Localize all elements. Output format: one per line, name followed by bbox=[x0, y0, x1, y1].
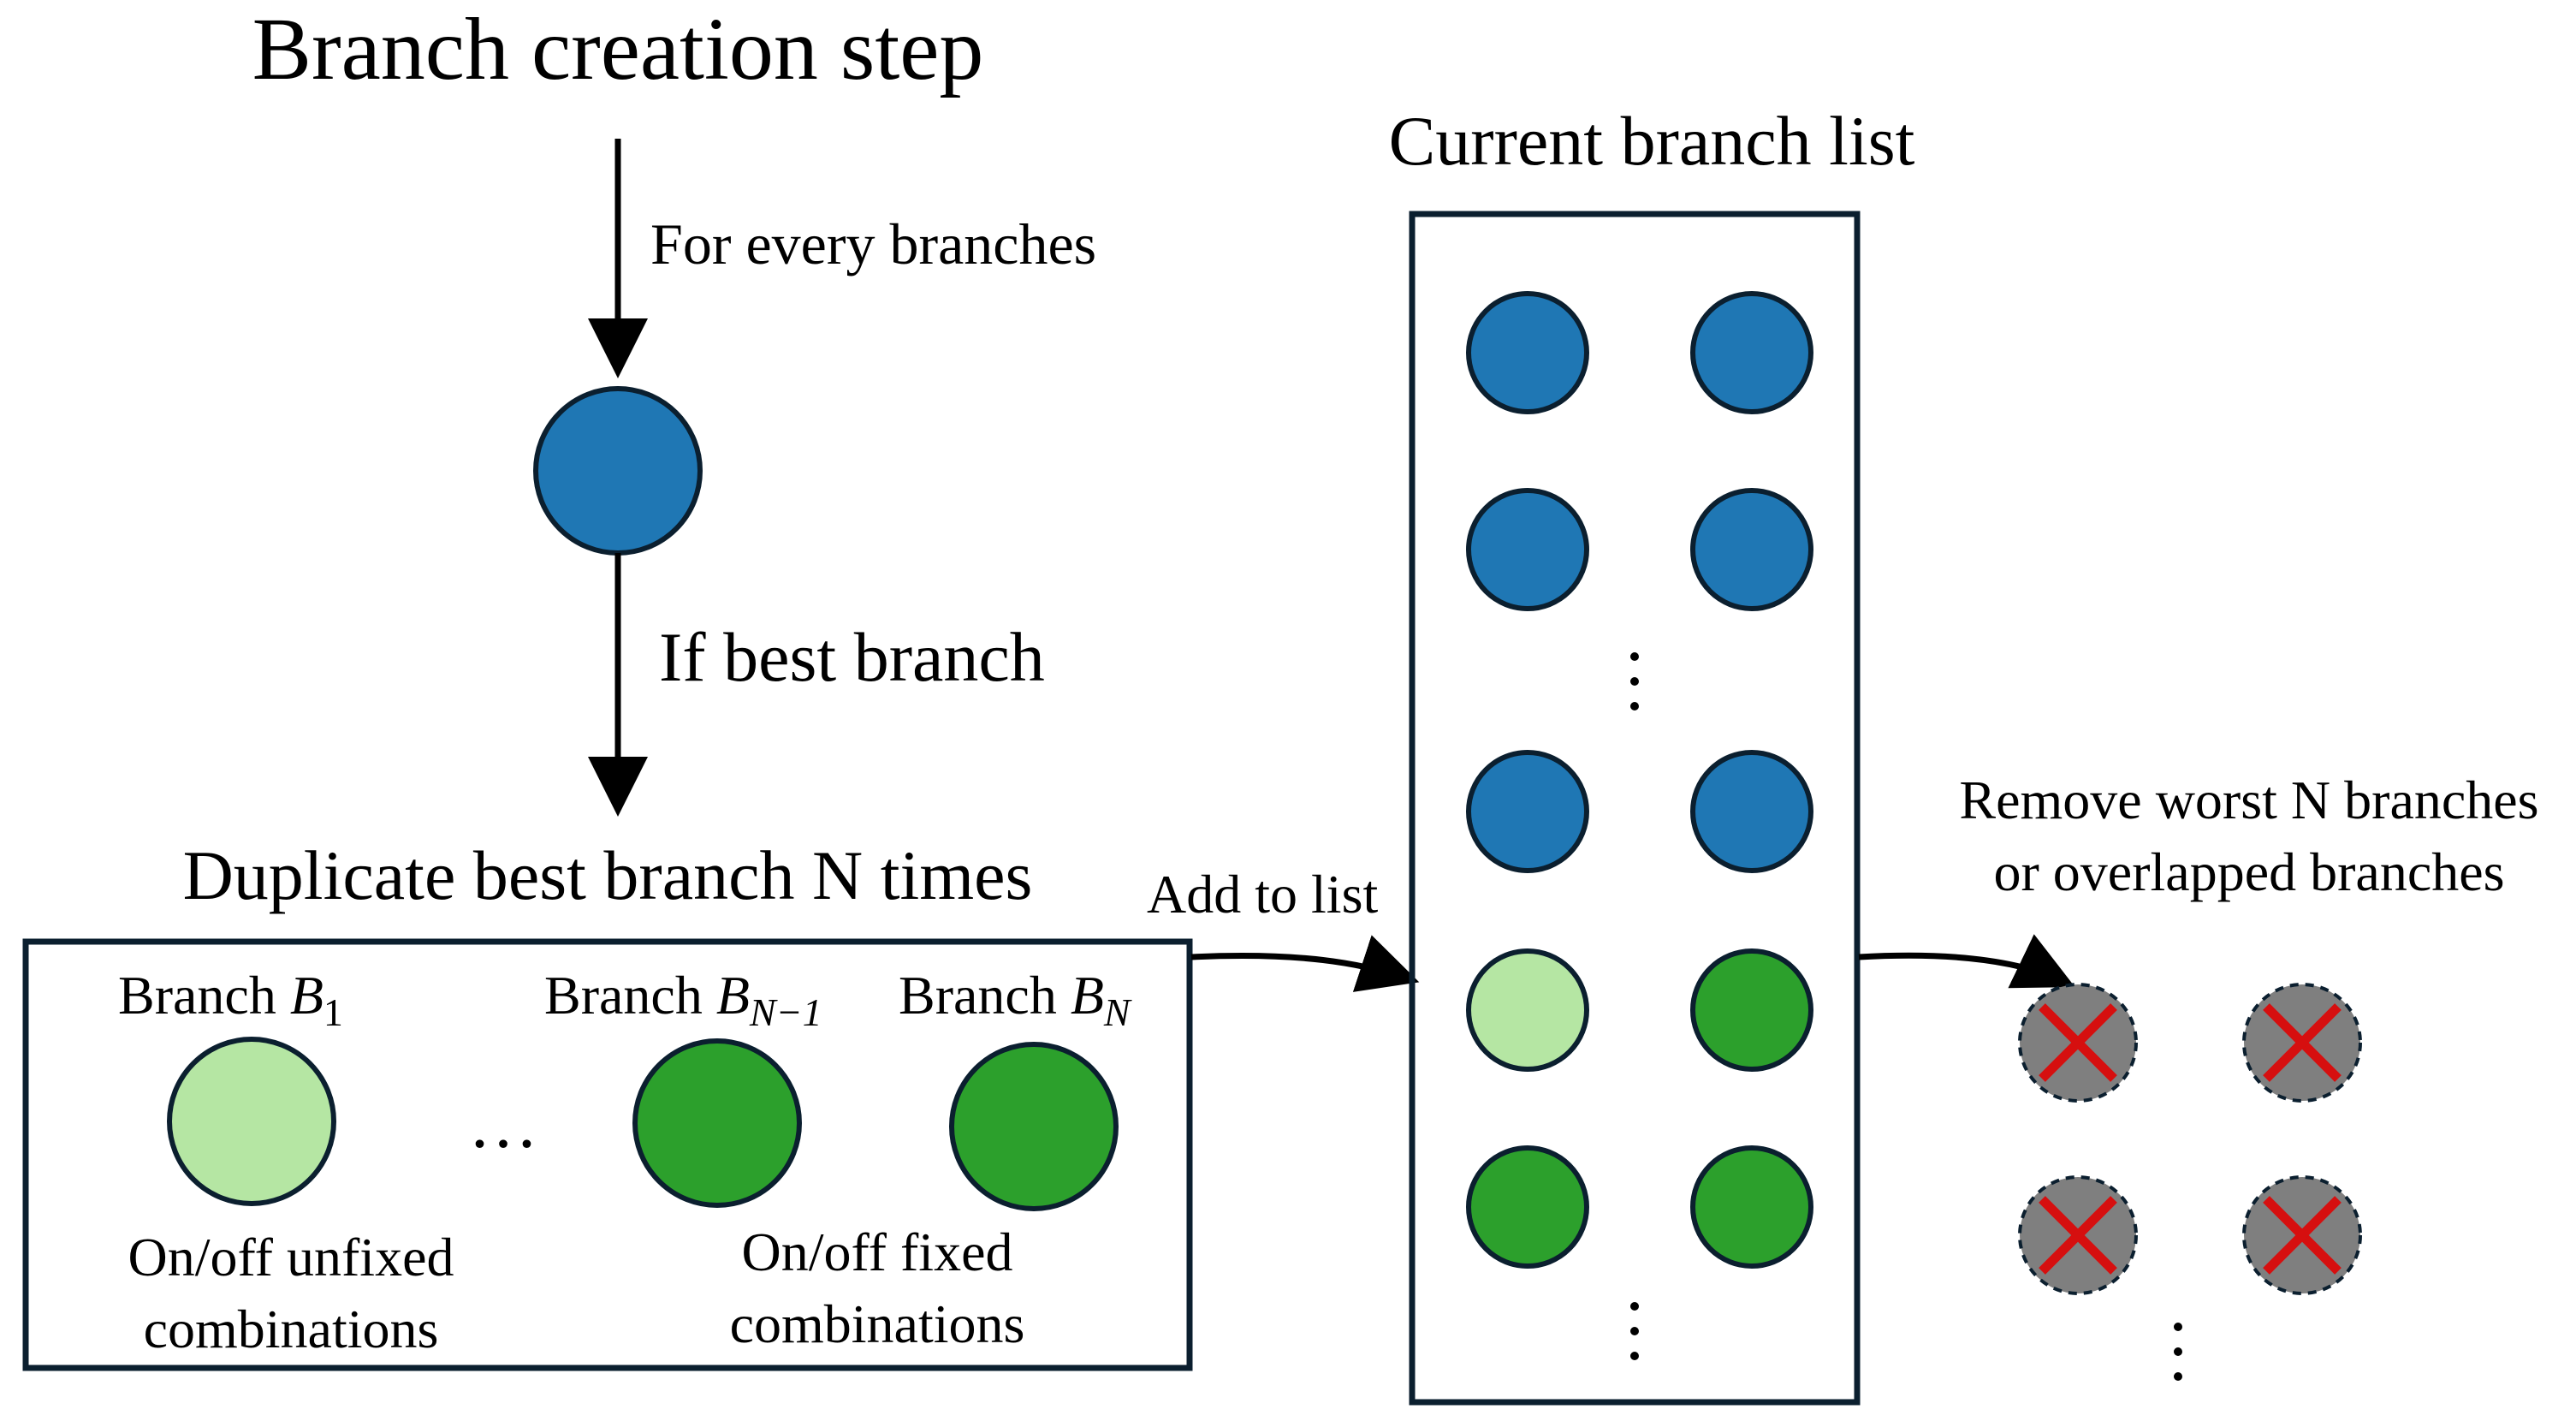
label-add-to-list: Add to list bbox=[1147, 864, 1378, 925]
label-branch-b1: Branch B1 bbox=[118, 965, 343, 1034]
list-branch-node bbox=[1690, 948, 1813, 1072]
label-unfixed-line1: On/off unfixed bbox=[128, 1227, 454, 1287]
list-branch-node bbox=[1690, 750, 1813, 873]
source-branch-node bbox=[533, 386, 703, 556]
cross-mark bbox=[2039, 1003, 2117, 1082]
removed-branch bbox=[2018, 1175, 2138, 1295]
cross-mark bbox=[2263, 1003, 2342, 1082]
list-branch-node bbox=[1466, 750, 1589, 873]
label-current-branch-list: Current branch list bbox=[1389, 102, 1915, 180]
list-branch-node bbox=[1690, 1145, 1813, 1269]
cross-mark bbox=[2263, 1196, 2342, 1275]
branch-bn-node bbox=[949, 1042, 1119, 1211]
removed-branch bbox=[2242, 1175, 2362, 1295]
label-unfixed-line2: combinations bbox=[144, 1299, 439, 1359]
removed-branch bbox=[2242, 983, 2362, 1103]
arrow-remove bbox=[1858, 934, 2075, 989]
list-branch-node bbox=[1690, 291, 1813, 414]
list-branch-node bbox=[1466, 488, 1589, 611]
current-branch-list-box bbox=[1409, 211, 1861, 1406]
removed-ellipsis bbox=[2174, 1323, 2182, 1381]
list-branch-node bbox=[1466, 948, 1589, 1072]
label-fixed-line1: On/off fixed bbox=[742, 1222, 1013, 1282]
removed-branch-nodes bbox=[2018, 983, 2362, 1295]
label-remove-line1: Remove worst N branches bbox=[1959, 770, 2538, 830]
label-remove-line2: or overlapped branches bbox=[1993, 841, 2504, 902]
label-if-best-branch: If best branch bbox=[659, 618, 1045, 696]
removed-branch bbox=[2018, 983, 2138, 1103]
label-ellipsis: … bbox=[468, 1085, 538, 1162]
list-branch-node bbox=[1466, 291, 1589, 414]
label-fixed-line2: combinations bbox=[730, 1293, 1025, 1354]
branch-bn-minus-1-node bbox=[632, 1038, 802, 1208]
label-branch-bn-minus-1: Branch BN−1 bbox=[544, 965, 822, 1034]
list-ellipsis-middle bbox=[1630, 652, 1639, 711]
arrow-add-to-list bbox=[1190, 935, 1420, 992]
list-branch-node bbox=[1690, 488, 1813, 611]
list-ellipsis-bottom bbox=[1630, 1302, 1639, 1360]
branch-b1-node bbox=[167, 1037, 336, 1206]
diagram-title: Branch creation step bbox=[252, 0, 984, 98]
label-for-every-branches: For every branches bbox=[650, 211, 1096, 276]
cross-mark bbox=[2039, 1196, 2117, 1275]
current-list-nodes bbox=[1466, 291, 1813, 1269]
label-branch-bn: Branch BN bbox=[899, 965, 1132, 1034]
duplicate-box bbox=[22, 938, 1193, 1371]
list-branch-node bbox=[1466, 1145, 1589, 1269]
label-duplicate-heading: Duplicate best branch N times bbox=[183, 836, 1033, 914]
